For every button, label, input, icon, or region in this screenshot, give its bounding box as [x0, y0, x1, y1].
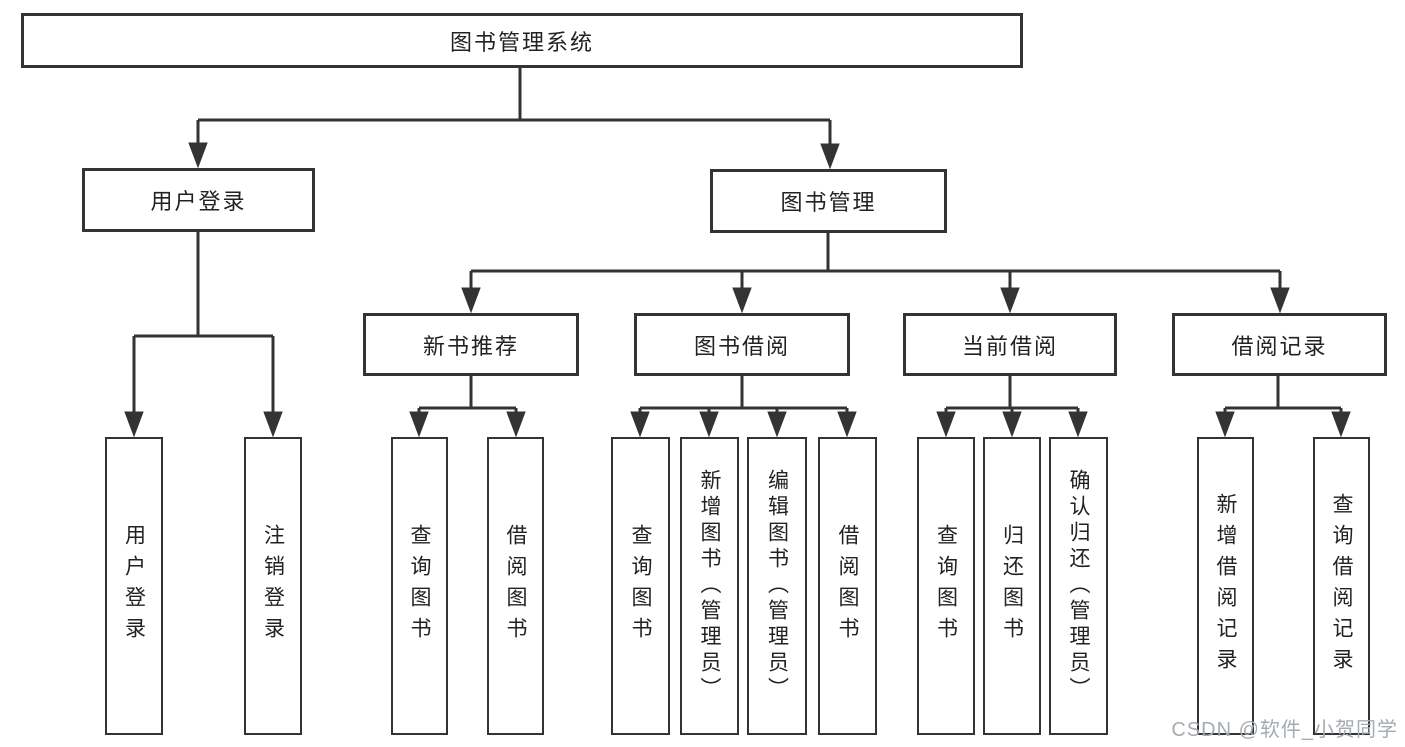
node-current-borrow-label: 当前借阅	[961, 333, 1058, 359]
node-leaf-return-books-label: 归还图书	[1000, 524, 1024, 648]
node-leaf-query-books-2-label: 查询图书	[629, 524, 652, 648]
connector-newbooks-to-children	[409, 376, 526, 438]
node-leaf-add-borrow-record: 新增借阅记录	[1197, 437, 1254, 735]
connector-root-to-level2	[188, 68, 840, 170]
node-new-book-recommend-label: 新书推荐	[422, 333, 519, 359]
node-leaf-query-borrow-record-label: 查询借阅记录	[1330, 493, 1353, 679]
node-leaf-add-borrow-record-label: 新增借阅记录	[1214, 493, 1237, 679]
node-book-borrow-label: 图书借阅	[693, 333, 790, 359]
connector-borrowrecords-to-children	[1215, 376, 1351, 438]
node-user-login-group: 用户登录	[82, 168, 315, 232]
node-leaf-user-login: 用户登录	[105, 437, 163, 735]
node-leaf-logout-label: 注销登录	[261, 524, 285, 648]
node-book-management: 图书管理	[710, 169, 947, 233]
node-leaf-confirm-return-label: 确认归还（管理员）	[1067, 469, 1090, 703]
node-borrow-records-label: 借阅记录	[1231, 333, 1328, 359]
node-leaf-query-books-1: 查询图书	[391, 437, 448, 735]
node-leaf-add-books: 新增图书（管理员）	[680, 437, 739, 735]
node-book-borrow: 图书借阅	[634, 313, 850, 376]
node-root-label: 图书管理系统	[449, 29, 594, 55]
node-leaf-borrow-books-2-label: 借阅图书	[836, 524, 859, 648]
node-new-book-recommend: 新书推荐	[363, 313, 579, 376]
csdn-watermark: CSDN @软件_小贺同学	[1171, 719, 1398, 741]
connector-management-to-level3	[461, 233, 1290, 314]
node-book-management-label: 图书管理	[780, 190, 877, 215]
node-root: 图书管理系统	[21, 13, 1023, 68]
node-leaf-user-login-label: 用户登录	[122, 524, 146, 648]
node-leaf-query-borrow-record: 查询借阅记录	[1313, 437, 1370, 735]
node-leaf-return-books: 归还图书	[983, 437, 1041, 735]
node-leaf-query-books-1-label: 查询图书	[408, 524, 431, 648]
node-leaf-logout: 注销登录	[244, 437, 302, 735]
connector-bookborrow-to-children	[630, 376, 857, 438]
node-leaf-query-books-3: 查询图书	[917, 437, 975, 735]
node-user-login-group-label: 用户登录	[150, 189, 247, 214]
node-leaf-confirm-return: 确认归还（管理员）	[1049, 437, 1108, 735]
node-leaf-borrow-books-1-label: 借阅图书	[504, 524, 527, 648]
node-borrow-records: 借阅记录	[1172, 313, 1387, 376]
node-leaf-add-books-label: 新增图书（管理员）	[698, 469, 721, 703]
node-leaf-borrow-books-1: 借阅图书	[487, 437, 544, 735]
node-leaf-edit-books-label: 编辑图书（管理员）	[765, 469, 789, 703]
node-leaf-query-books-3-label: 查询图书	[934, 524, 958, 648]
node-leaf-edit-books: 编辑图书（管理员）	[747, 437, 807, 735]
node-leaf-borrow-books-2: 借阅图书	[818, 437, 877, 735]
node-leaf-query-books-2: 查询图书	[611, 437, 670, 735]
connector-login-to-children	[124, 232, 283, 438]
node-current-borrow: 当前借阅	[903, 313, 1117, 376]
connector-currentborrow-to-children	[936, 375, 1088, 438]
